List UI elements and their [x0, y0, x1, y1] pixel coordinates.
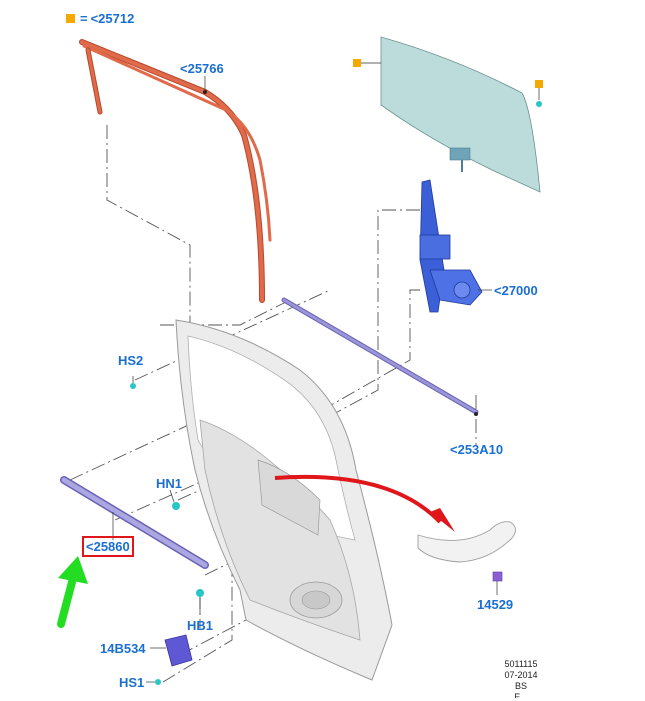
stamp-line-1: 5011115 [504, 659, 538, 669]
green-arrow-icon [57, 556, 88, 628]
outer-belt-strip [281, 297, 479, 415]
stamp-line-4: E... [514, 692, 528, 698]
legend-code: <25712 [90, 11, 135, 26]
door-frame [175, 319, 393, 681]
part-label-14b534[interactable]: 14B534 [100, 641, 146, 656]
drawing-stamp: 5011115 07-2014 BS E... [500, 659, 542, 698]
glass-clip-icon [536, 101, 542, 107]
glass-run-channel [79, 39, 272, 303]
part-label-25860-highlighted[interactable]: <25860 [82, 536, 134, 557]
hb1-clip-icon [196, 589, 204, 597]
hs1-clip-icon [155, 679, 161, 685]
part-label-25766[interactable]: <25766 [180, 61, 224, 76]
window-regulator [419, 179, 483, 313]
hs2-clip-icon [130, 383, 136, 389]
orange-square-icon [66, 14, 75, 23]
part-label-hs2[interactable]: HS2 [118, 353, 144, 368]
red-curved-arrow-icon [274, 474, 455, 532]
part-label-hs1[interactable]: HS1 [119, 675, 145, 690]
orange-square-icon [535, 80, 543, 88]
part-label-14529[interactable]: 14529 [477, 597, 514, 612]
hn1-clip-icon [172, 502, 180, 510]
14529-clip-icon [492, 571, 503, 582]
part-label-hb1[interactable]: HB1 [187, 618, 214, 633]
part-label-27000[interactable]: <27000 [494, 283, 538, 298]
legend: = <25712 [66, 11, 137, 26]
14b534-bracket-icon [164, 634, 193, 667]
legend-equals: = [80, 11, 88, 26]
outside-handle [417, 521, 516, 563]
stamp-line-2: 07-2014 [504, 670, 538, 680]
fastener-clips [130, 376, 503, 685]
window-glass [380, 36, 541, 193]
belt-dot [474, 412, 478, 416]
stamp-line-3: BS [514, 681, 527, 691]
part-label-253a10[interactable]: <253A10 [450, 442, 504, 457]
orange-square-icon [353, 59, 361, 67]
part-label-hn1[interactable]: HN1 [156, 476, 183, 491]
inner-belt-strip [60, 476, 209, 569]
